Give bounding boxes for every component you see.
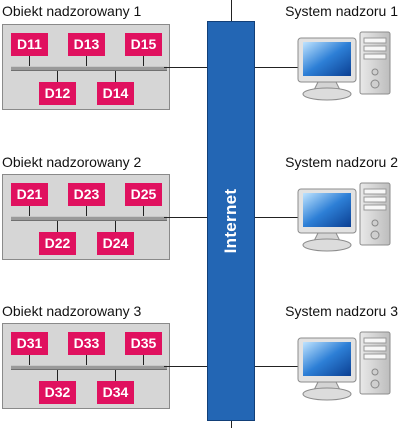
device-stub	[57, 370, 58, 381]
device-d25: D25	[125, 183, 162, 206]
device-d22: D22	[39, 232, 76, 255]
device-stub	[143, 206, 144, 216]
device-d14: D14	[97, 82, 134, 105]
device-d15: D15	[125, 33, 162, 56]
internet-bottom-line	[231, 421, 232, 428]
internet-cloud	[207, 21, 255, 421]
device-stub	[115, 71, 116, 82]
device-stub	[86, 355, 87, 365]
object-box-1: D11 D13 D15 D12 D14	[2, 24, 170, 110]
object-link-1	[164, 67, 207, 68]
device-d23: D23	[68, 183, 105, 206]
device-d35: D35	[125, 332, 162, 355]
device-stub	[86, 56, 87, 66]
object-box-2: D21 D23 D25 D22 D24	[2, 174, 170, 260]
device-stub	[29, 56, 30, 66]
computer-icon	[296, 179, 396, 255]
device-stub	[143, 56, 144, 66]
object-bus	[11, 216, 167, 221]
device-d11: D11	[11, 33, 48, 56]
device-stub	[143, 355, 144, 365]
object-bus	[11, 365, 167, 370]
object-box-3: D31 D33 D35 D32 D34	[2, 323, 170, 409]
device-d32: D32	[39, 381, 76, 404]
device-stub	[115, 221, 116, 232]
device-stub	[57, 221, 58, 232]
system-title-3: System nadzoru 3	[285, 303, 398, 319]
computer-icon	[296, 28, 396, 104]
device-stub	[29, 206, 30, 216]
device-stub	[115, 370, 116, 381]
system-link-1	[255, 67, 298, 68]
object-bus	[11, 66, 167, 71]
object-link-2	[164, 217, 207, 218]
device-d21: D21	[11, 183, 48, 206]
object-title-1: Obiekt nadzorowany 1	[2, 3, 142, 19]
system-link-3	[255, 366, 298, 367]
device-d13: D13	[68, 33, 105, 56]
system-link-2	[255, 217, 298, 218]
computer-icon	[296, 328, 396, 404]
internet-label: Internet	[221, 188, 240, 254]
device-stub	[86, 206, 87, 216]
device-d34: D34	[97, 381, 134, 404]
object-link-3	[164, 366, 207, 367]
device-stub	[29, 355, 30, 365]
device-d33: D33	[68, 332, 105, 355]
object-title-3: Obiekt nadzorowany 3	[2, 303, 142, 319]
object-title-2: Obiekt nadzorowany 2	[2, 154, 142, 170]
device-d12: D12	[39, 82, 76, 105]
device-stub	[57, 71, 58, 82]
device-d24: D24	[97, 232, 134, 255]
system-title-1: System nadzoru 1	[285, 3, 398, 19]
system-title-2: System nadzoru 2	[285, 154, 398, 170]
internet-top-line	[231, 0, 232, 21]
device-d31: D31	[11, 332, 48, 355]
